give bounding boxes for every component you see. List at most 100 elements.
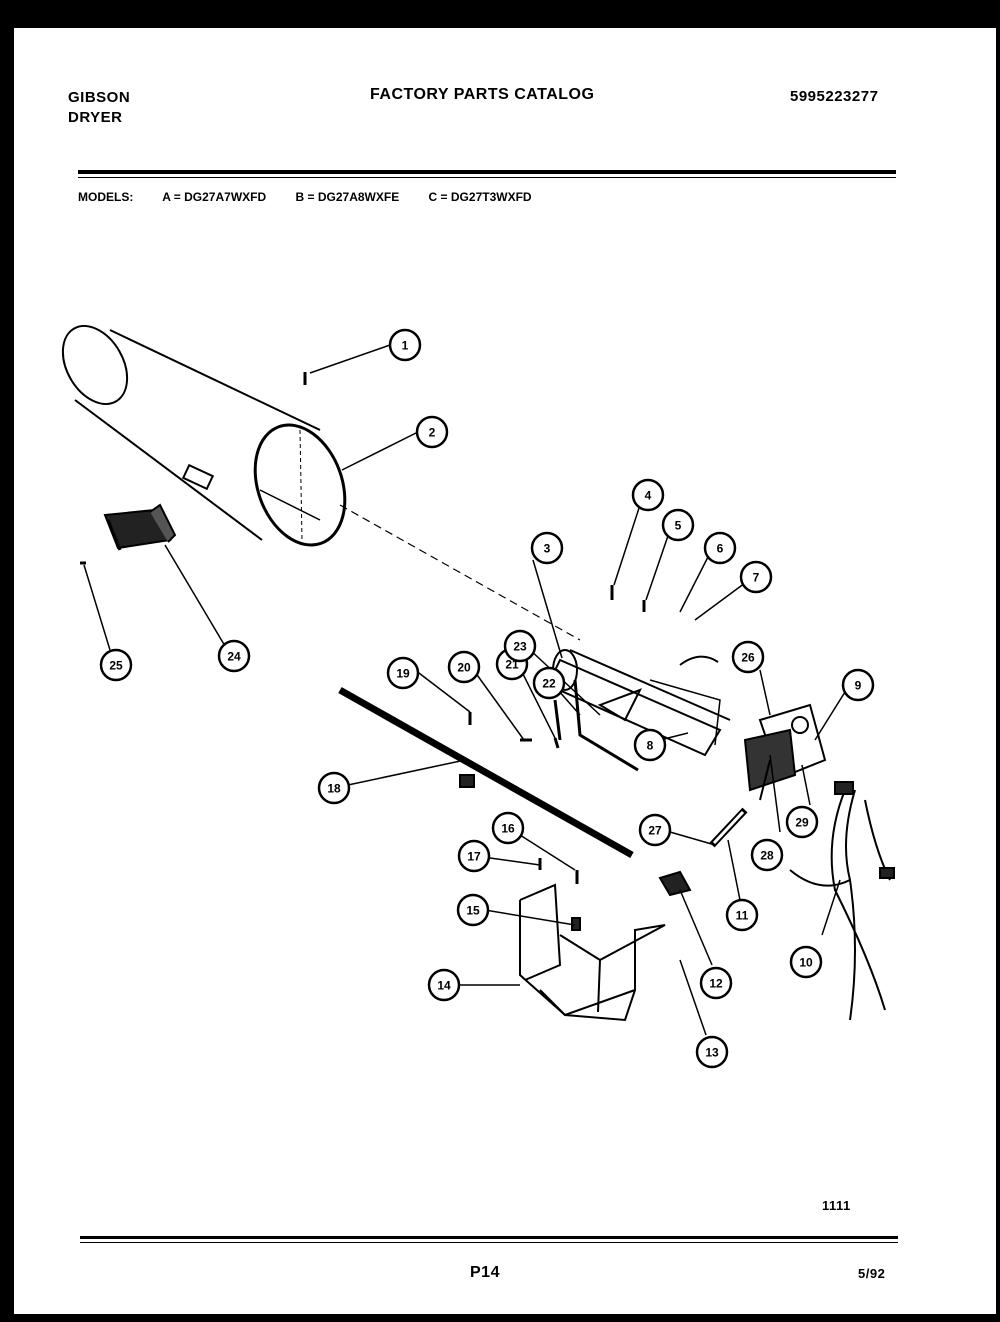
callout-8: 8 xyxy=(633,728,667,762)
clip-drawing xyxy=(658,870,692,897)
callout-19: 19 xyxy=(386,656,420,690)
callout-circle xyxy=(725,898,759,932)
page-number: P14 xyxy=(470,1264,500,1281)
scan-edge-right xyxy=(996,0,1000,1322)
callout-circle xyxy=(503,629,537,663)
callout-circle xyxy=(491,811,525,845)
callout-26: 26 xyxy=(731,640,765,674)
callout-22: 22 xyxy=(532,666,566,700)
callout-25: 25 xyxy=(99,648,133,682)
scan-edge-bottom xyxy=(0,1314,1000,1322)
callout-circle xyxy=(427,968,461,1002)
callout-circle xyxy=(633,728,667,762)
callout-circle xyxy=(789,945,823,979)
callout-18: 18 xyxy=(317,771,351,805)
callout-circle xyxy=(661,508,695,542)
callout-10: 10 xyxy=(789,945,823,979)
callout-4: 4 xyxy=(631,478,665,512)
catalog-number: 5995223277 xyxy=(790,88,879,105)
catalog-title: FACTORY PARTS CATALOG xyxy=(370,86,595,103)
callout-circle xyxy=(699,966,733,1000)
callout-label: 19 xyxy=(396,667,410,681)
scan-edge-top xyxy=(0,0,1000,28)
gas-tube-drawing xyxy=(338,685,635,859)
callout-circle xyxy=(638,813,672,847)
callout-label: 26 xyxy=(741,651,755,665)
footer-rule-thin xyxy=(80,1242,898,1243)
callout-23: 23 xyxy=(503,629,537,663)
callout-label: 3 xyxy=(544,542,551,556)
callout-label: 1 xyxy=(402,339,409,353)
callout-17: 17 xyxy=(457,839,491,873)
callout-28: 28 xyxy=(750,838,784,872)
callout-label: 29 xyxy=(795,816,809,830)
callout-label: 8 xyxy=(647,739,654,753)
model-c: C = DG27T3WXFD xyxy=(428,190,532,204)
callout-label: 24 xyxy=(227,650,241,664)
callout-circle xyxy=(456,893,490,927)
drum-drawing xyxy=(61,325,347,547)
wire-harness-drawing xyxy=(789,781,895,1021)
callout-label: 14 xyxy=(437,979,451,993)
header-rule xyxy=(78,170,896,174)
callout-label: 25 xyxy=(109,659,123,673)
callout-circle xyxy=(750,838,784,872)
revision-date: 5/92 xyxy=(858,1266,886,1281)
callout-label: 7 xyxy=(753,571,760,585)
callout-5: 5 xyxy=(661,508,695,542)
callout-24: 24 xyxy=(217,639,251,673)
callout-13: 13 xyxy=(695,1035,729,1069)
callout-label: 18 xyxy=(327,782,341,796)
callout-29: 29 xyxy=(785,805,819,839)
models-line: MODELS: A = DG27A7WXFD B = DG27A8WXFE C … xyxy=(78,190,558,204)
callout-27: 27 xyxy=(638,813,672,847)
callout-11: 11 xyxy=(725,898,759,932)
callout-circle xyxy=(317,771,351,805)
reference-number: 1111 xyxy=(822,1198,851,1213)
callout-2: 2 xyxy=(415,415,449,449)
callout-6: 6 xyxy=(703,531,737,565)
gas-valve-drawing xyxy=(743,703,827,801)
brand-name: GIBSON xyxy=(68,89,131,106)
callout-label: 27 xyxy=(648,824,662,838)
callout-label: 22 xyxy=(542,677,556,691)
callout-20: 20 xyxy=(447,650,481,684)
callout-label: 13 xyxy=(705,1046,719,1060)
callout-circle xyxy=(99,648,133,682)
brand-block: GIBSON DRYER xyxy=(68,88,130,128)
callout-circle xyxy=(841,668,875,702)
callout-circle xyxy=(785,805,819,839)
callout-circle xyxy=(731,640,765,674)
callout-label: 10 xyxy=(799,956,813,970)
callout-circle xyxy=(695,1035,729,1069)
callout-circle xyxy=(217,639,251,673)
callout-label: 5 xyxy=(675,519,682,533)
callout-label: 23 xyxy=(513,640,527,654)
callout-label: 20 xyxy=(457,661,471,675)
leader-lines xyxy=(83,344,846,1036)
callout-9: 9 xyxy=(841,668,875,702)
callout-15: 15 xyxy=(456,893,490,927)
model-b: B = DG27A8WXFE xyxy=(295,190,400,204)
callout-label: 4 xyxy=(645,489,652,503)
callout-label: 2 xyxy=(429,426,436,440)
callout-circle xyxy=(386,656,420,690)
heater-block-drawing xyxy=(103,503,177,551)
callout-3: 3 xyxy=(530,531,564,565)
callout-12: 12 xyxy=(699,966,733,1000)
callout-circle xyxy=(530,531,564,565)
callout-label: 12 xyxy=(709,977,723,991)
callout-label: 9 xyxy=(855,679,862,693)
scan-edge-left xyxy=(0,0,14,1322)
product-type: DRYER xyxy=(68,109,123,126)
callout-circle xyxy=(447,650,481,684)
callout-label: 11 xyxy=(736,909,749,923)
callout-circle xyxy=(631,478,665,512)
callout-label: 16 xyxy=(501,822,515,836)
callout-14: 14 xyxy=(427,968,461,1002)
models-label: MODELS: xyxy=(78,190,134,204)
callout-1: 1 xyxy=(388,328,422,362)
